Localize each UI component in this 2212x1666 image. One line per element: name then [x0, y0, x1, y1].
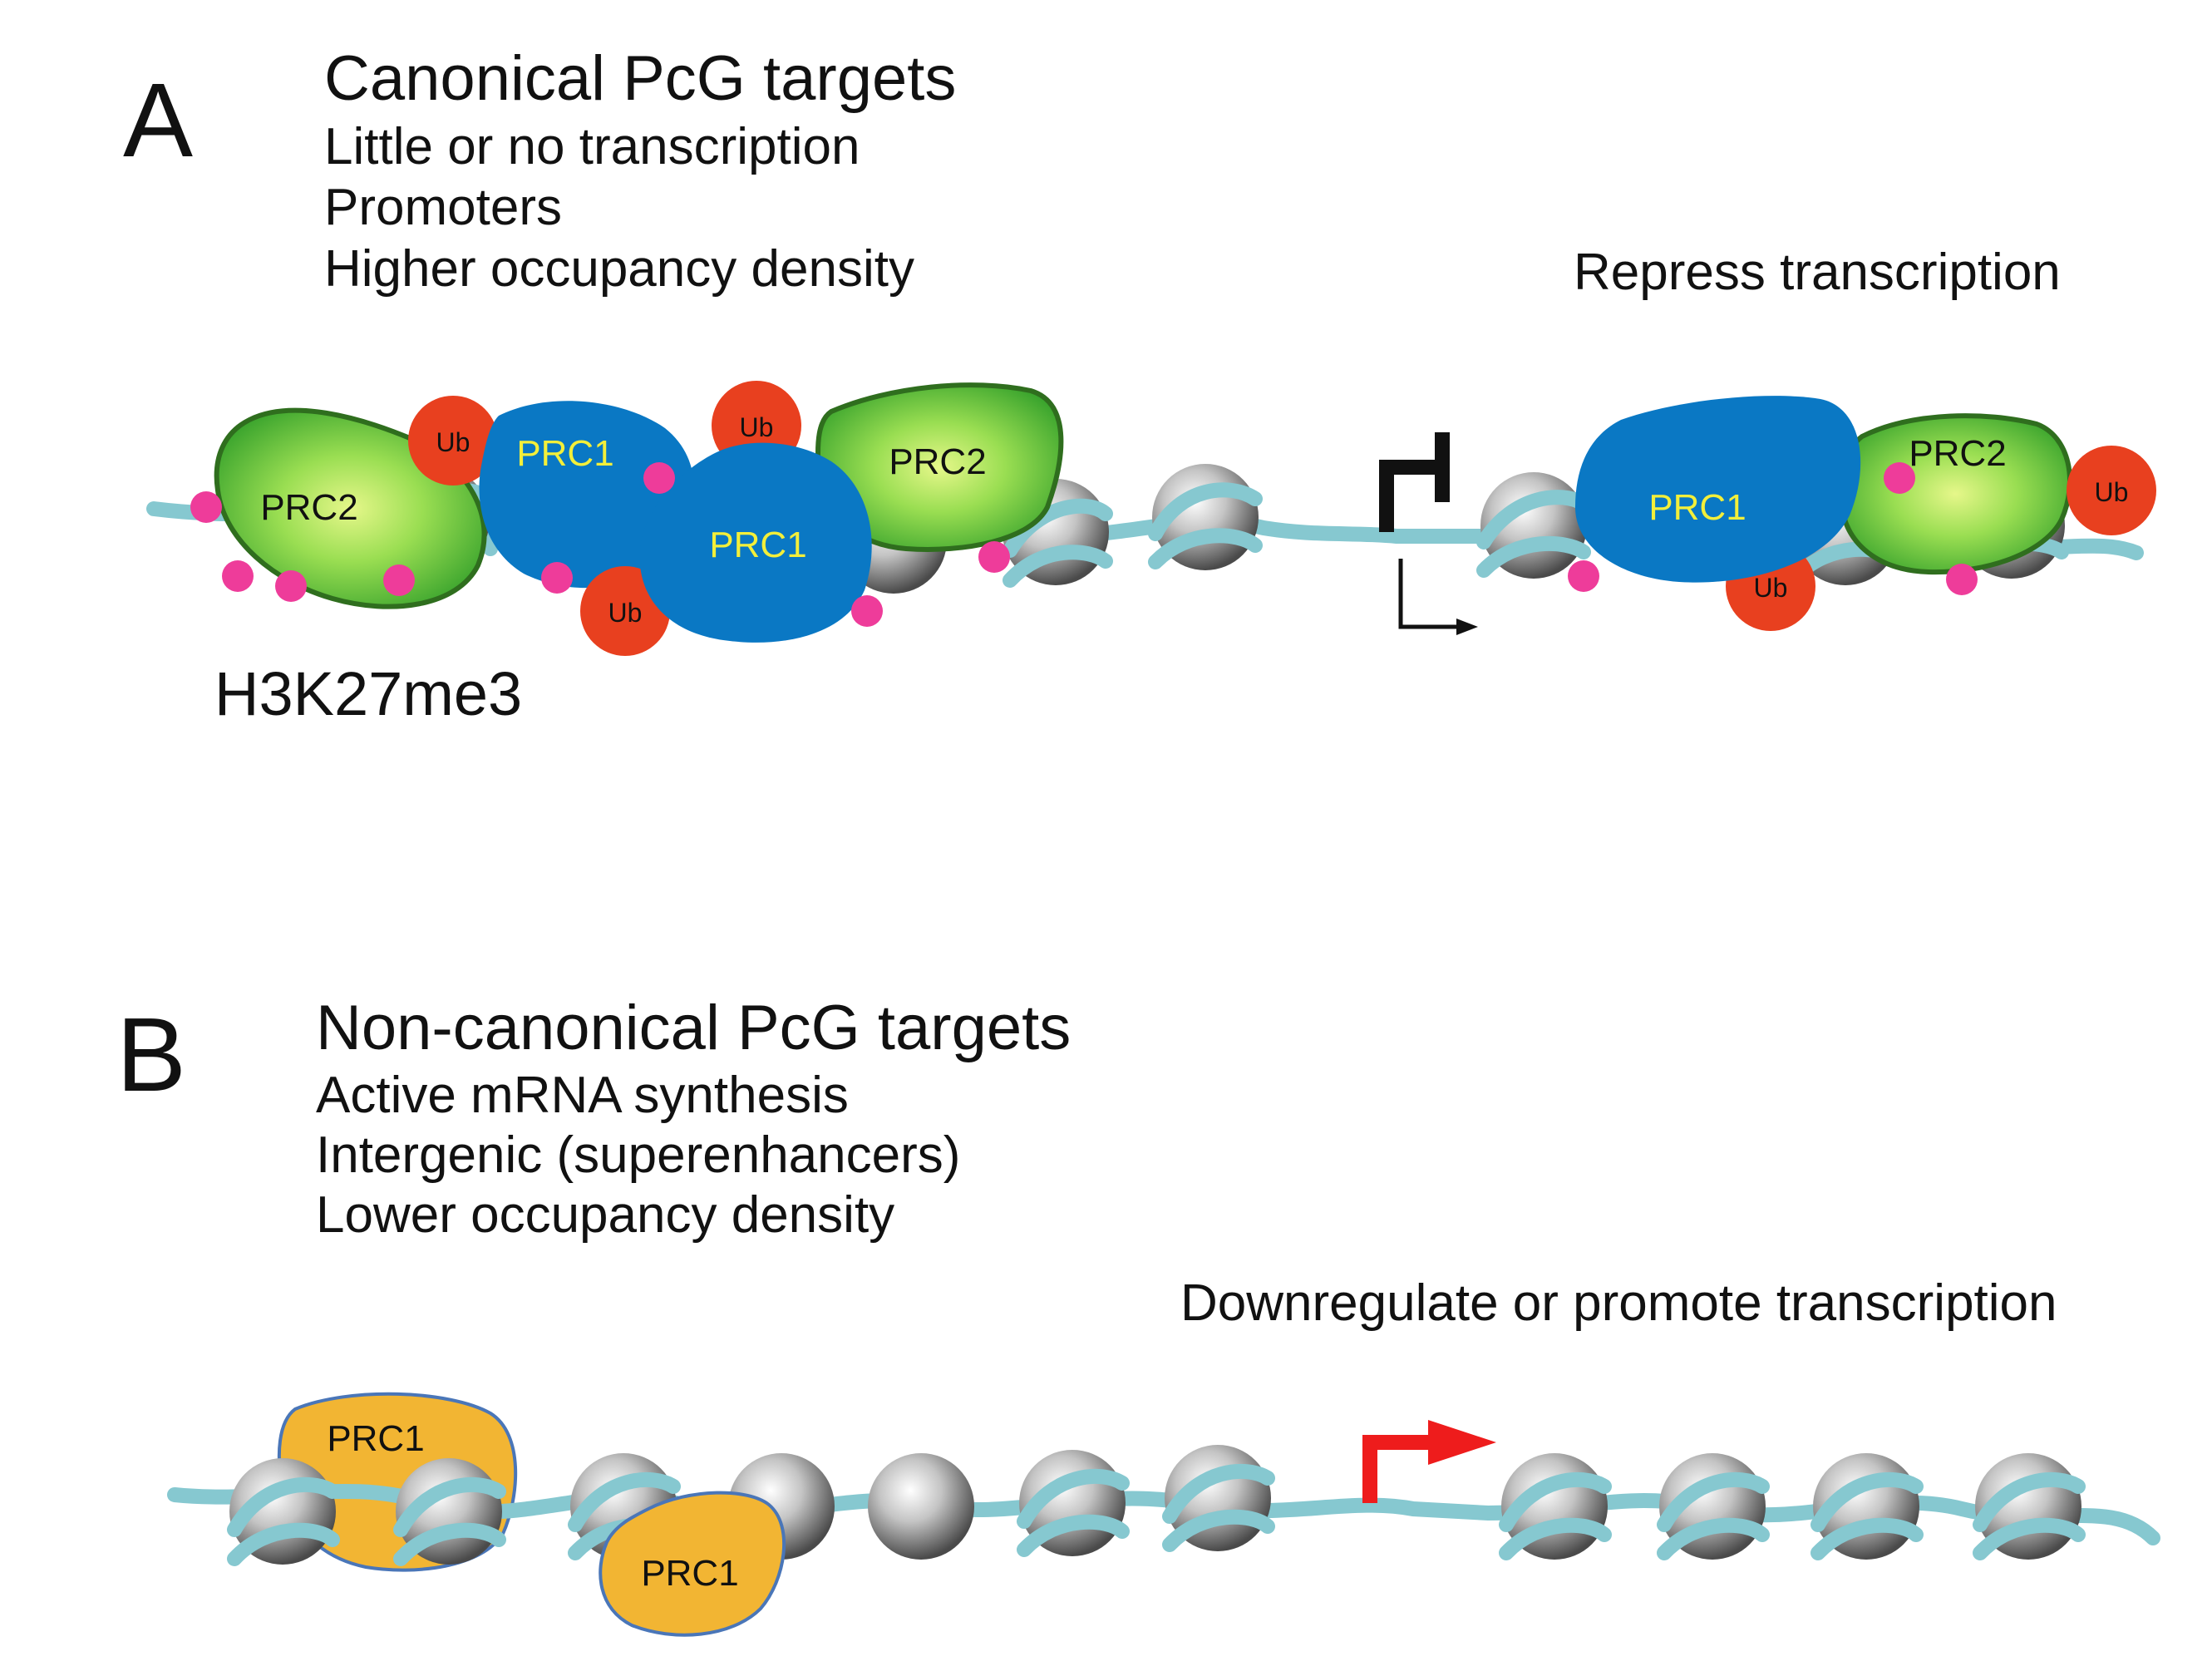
- panel-a-line-3: Higher occupancy density: [324, 240, 914, 298]
- panel-a-line-2: Promoters: [324, 179, 562, 236]
- prc1-label: PRC1: [709, 525, 806, 565]
- h3k27me3-mark: [643, 462, 675, 494]
- panel-b-line-2: Intergenic (superenhancers): [316, 1126, 960, 1184]
- panel-b-letter: B: [116, 996, 186, 1113]
- ub-label: Ub: [1754, 573, 1788, 603]
- h3k27me3-mark: [275, 570, 307, 602]
- panel-b: B Non-canonical PcG targets Active mRNA …: [116, 993, 2160, 1637]
- panel-a-title: Canonical PcG targets: [324, 43, 956, 114]
- panel-a: A Canonical PcG targets Little or no tra…: [123, 43, 2156, 728]
- ubiquitin-mark: [2067, 446, 2156, 535]
- panel-b-outcome: Downregulate or promote transcription: [1180, 1274, 2057, 1332]
- panel-b-line-1: Active mRNA synthesis: [316, 1067, 849, 1124]
- ub-label: Ub: [2095, 477, 2129, 507]
- h3k27me3-mark: [851, 595, 883, 627]
- h3k27me3-mark: [222, 560, 254, 592]
- prc1-noncanonical: [599, 1491, 786, 1637]
- repressed-promoter-icon: [1379, 432, 1478, 635]
- prc1-complex: [639, 442, 872, 643]
- ubiquitin-mark: [408, 396, 498, 486]
- h3k27me3-label: H3K27me3: [214, 659, 522, 728]
- prc1-label: PRC1: [327, 1418, 424, 1459]
- panel-b-title: Non-canonical PcG targets: [316, 993, 1071, 1063]
- ub-label: Ub: [608, 598, 643, 628]
- ub-label: Ub: [740, 412, 774, 442]
- prc2-label: PRC2: [260, 487, 357, 528]
- ub-label: Ub: [436, 427, 470, 457]
- h3k27me3-mark: [1568, 560, 1599, 592]
- h3k27me3-mark: [190, 491, 222, 523]
- prc1-label: PRC1: [1648, 487, 1746, 528]
- panel-a-line-1: Little or no transcription: [324, 118, 860, 175]
- panel-a-outcome: Repress transcription: [1574, 244, 2061, 301]
- prc2-label: PRC2: [1909, 433, 2006, 474]
- h3k27me3-mark: [541, 562, 573, 594]
- h3k27me3-mark: [1884, 462, 1915, 494]
- h3k27me3-marks: [190, 462, 1978, 627]
- prc1-complex: [1575, 396, 1861, 583]
- prc1-complex: [479, 401, 694, 589]
- h3k27me3-mark: [1946, 564, 1978, 595]
- prc1-label: PRC1: [516, 433, 613, 474]
- prc2-label: PRC2: [889, 441, 986, 482]
- nucleosome: [868, 1453, 974, 1560]
- h3k27me3-mark: [978, 541, 1010, 573]
- h3k27me3-mark: [383, 564, 415, 596]
- panel-a-letter: A: [123, 62, 193, 179]
- active-promoter-arrow-icon: [1362, 1420, 1496, 1503]
- panel-b-line-3: Lower occupancy density: [316, 1186, 894, 1244]
- prc1-label: PRC1: [641, 1553, 738, 1594]
